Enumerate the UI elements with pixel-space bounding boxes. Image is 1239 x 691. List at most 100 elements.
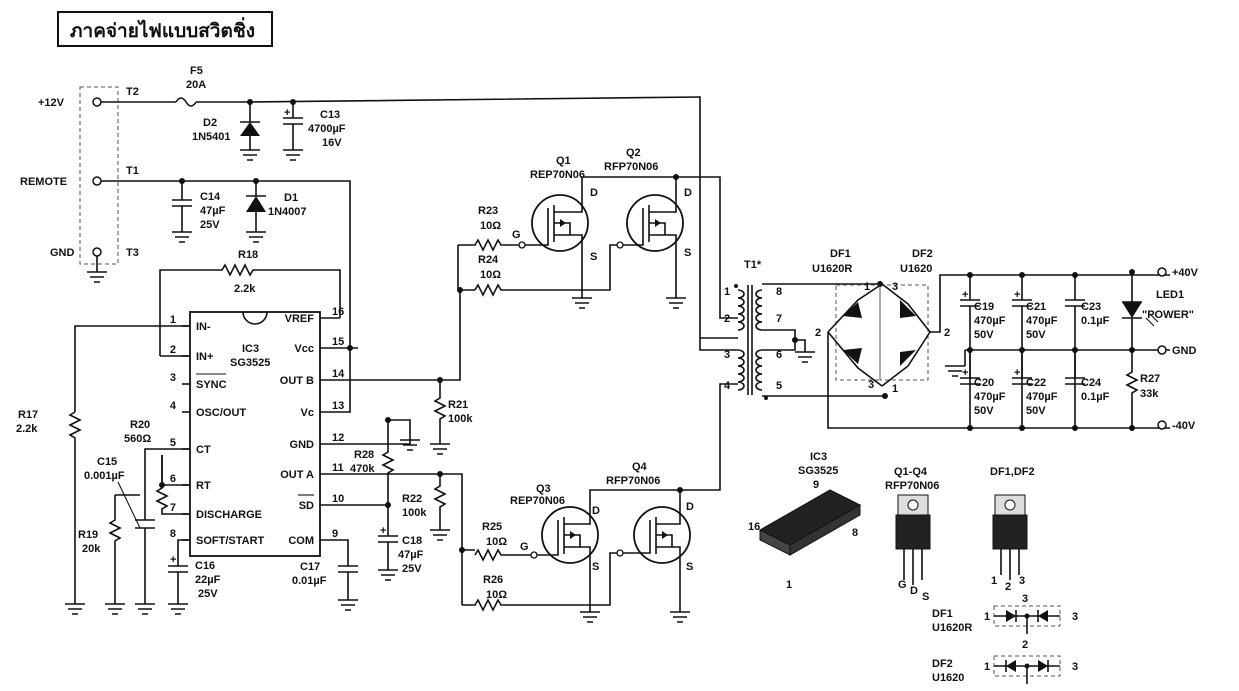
label-remote: REMOTE — [20, 176, 67, 188]
mosfet-q1 — [518, 182, 589, 298]
label-t2: T2 — [126, 86, 139, 98]
svg-text:25V: 25V — [200, 219, 220, 231]
ground-symbol — [795, 351, 815, 363]
terminal-pos40 — [1157, 267, 1167, 277]
ic-pin-number: 12 — [332, 432, 344, 444]
ic-package-dip16 — [758, 489, 862, 556]
svg-text:1N5401: 1N5401 — [192, 131, 231, 143]
svg-text:C16: C16 — [195, 560, 215, 572]
svg-text:D: D — [910, 585, 918, 597]
svg-text:100k: 100k — [402, 507, 427, 519]
svg-text:9: 9 — [813, 479, 819, 491]
transformer-t1 — [737, 285, 763, 395]
svg-text:2: 2 — [1022, 639, 1028, 651]
svg-text:+: + — [1014, 367, 1020, 379]
svg-text:4700µF: 4700µF — [308, 123, 346, 135]
svg-text:20k: 20k — [82, 543, 101, 555]
ground-symbol — [945, 365, 965, 377]
svg-text:33k: 33k — [1140, 388, 1159, 400]
svg-text:R19: R19 — [78, 529, 98, 541]
filter-cap-label: 470µF — [1026, 391, 1058, 403]
svg-text:100k: 100k — [448, 413, 473, 425]
svg-text:1: 1 — [864, 281, 870, 293]
svg-text:C15: C15 — [97, 456, 117, 468]
ic-pin-label: IN- — [196, 321, 211, 333]
ground-symbol — [135, 603, 155, 615]
svg-text:R24: R24 — [478, 254, 499, 266]
ground-symbol — [378, 569, 398, 581]
svg-text:1: 1 — [984, 661, 990, 673]
svg-text:1: 1 — [786, 579, 792, 591]
svg-text:2: 2 — [815, 327, 821, 339]
svg-text:S: S — [684, 247, 691, 259]
svg-text:R28: R28 — [354, 449, 374, 461]
svg-text:2: 2 — [944, 327, 950, 339]
ic-pin-label: SYNC — [196, 379, 227, 391]
ground-symbol — [65, 603, 85, 615]
filter-cap-label: 470µF — [1026, 315, 1058, 327]
svg-text:R20: R20 — [130, 419, 150, 431]
svg-text:10Ω: 10Ω — [480, 269, 501, 281]
terminal-t2 — [92, 97, 102, 107]
svg-text:+: + — [380, 525, 386, 537]
filter-cap-label: 50V — [974, 329, 994, 341]
svg-text:Q4: Q4 — [632, 461, 648, 473]
svg-text:R18: R18 — [238, 249, 258, 261]
diode-d1 — [246, 196, 266, 212]
svg-text:16V: 16V — [322, 137, 342, 149]
svg-text:T1*: T1* — [744, 259, 762, 271]
ic-pin-number: 7 — [170, 502, 176, 514]
ground-symbol — [283, 149, 303, 161]
svg-text:DF2: DF2 — [912, 248, 933, 260]
filter-cap-label: C22 — [1026, 377, 1046, 389]
svg-text:8: 8 — [776, 286, 782, 298]
label-t3: T3 — [126, 247, 139, 259]
svg-text:3: 3 — [892, 281, 898, 293]
ground-symbol — [172, 231, 192, 243]
svg-text:5: 5 — [776, 380, 782, 392]
svg-text:Q3: Q3 — [536, 483, 551, 495]
svg-text:6: 6 — [776, 349, 782, 361]
svg-text:Q2: Q2 — [626, 147, 641, 159]
svg-text:S: S — [686, 561, 693, 573]
title-box — [57, 11, 273, 47]
svg-text:R27: R27 — [1140, 373, 1160, 385]
ic-pin-label: OUT A — [280, 469, 314, 481]
svg-text:3: 3 — [1022, 593, 1028, 605]
svg-text:2: 2 — [1005, 581, 1011, 593]
ic-pin-number: 10 — [332, 493, 344, 505]
svg-text:S: S — [592, 561, 599, 573]
svg-text:0.01µF: 0.01µF — [292, 575, 327, 587]
ic-pin-number: 9 — [332, 528, 338, 540]
svg-text:4: 4 — [724, 380, 731, 392]
ic-pin-number: 13 — [332, 400, 344, 412]
svg-text:R17: R17 — [18, 409, 38, 421]
svg-text:1: 1 — [724, 286, 730, 298]
svg-text:C18: C18 — [402, 535, 422, 547]
filter-cap-label: 470µF — [974, 391, 1006, 403]
label-12v: +12V — [38, 97, 65, 109]
svg-text:25V: 25V — [402, 563, 422, 575]
ic-pin-label: VREF — [285, 313, 315, 325]
svg-text:F5: F5 — [190, 65, 203, 77]
svg-text:U1620: U1620 — [900, 263, 932, 275]
ic-pin-label: CT — [196, 444, 211, 456]
svg-text:GND: GND — [1172, 345, 1197, 357]
ic-pin-number: 6 — [170, 473, 176, 485]
svg-text:REP70N06: REP70N06 — [530, 169, 585, 181]
svg-text:0.001µF: 0.001µF — [84, 470, 125, 482]
svg-text:+40V: +40V — [1172, 267, 1199, 279]
diagram-title: ภาคจ่ายไฟแบบสวิตชิ่ง — [70, 17, 255, 42]
svg-text:S: S — [922, 591, 929, 603]
input-connector-outline — [79, 86, 119, 265]
ground-symbol — [430, 443, 450, 455]
svg-text:RFP70N06: RFP70N06 — [604, 161, 658, 173]
ic-pin-label: DISCHARGE — [196, 509, 262, 521]
ic-pin-number: 11 — [332, 462, 344, 474]
svg-text:22µF: 22µF — [195, 574, 221, 586]
diode-package-to220 — [992, 494, 1028, 580]
svg-text:470k: 470k — [350, 463, 375, 475]
ic-pin-label: IN+ — [196, 351, 213, 363]
filter-cap-label: C20 — [974, 377, 994, 389]
